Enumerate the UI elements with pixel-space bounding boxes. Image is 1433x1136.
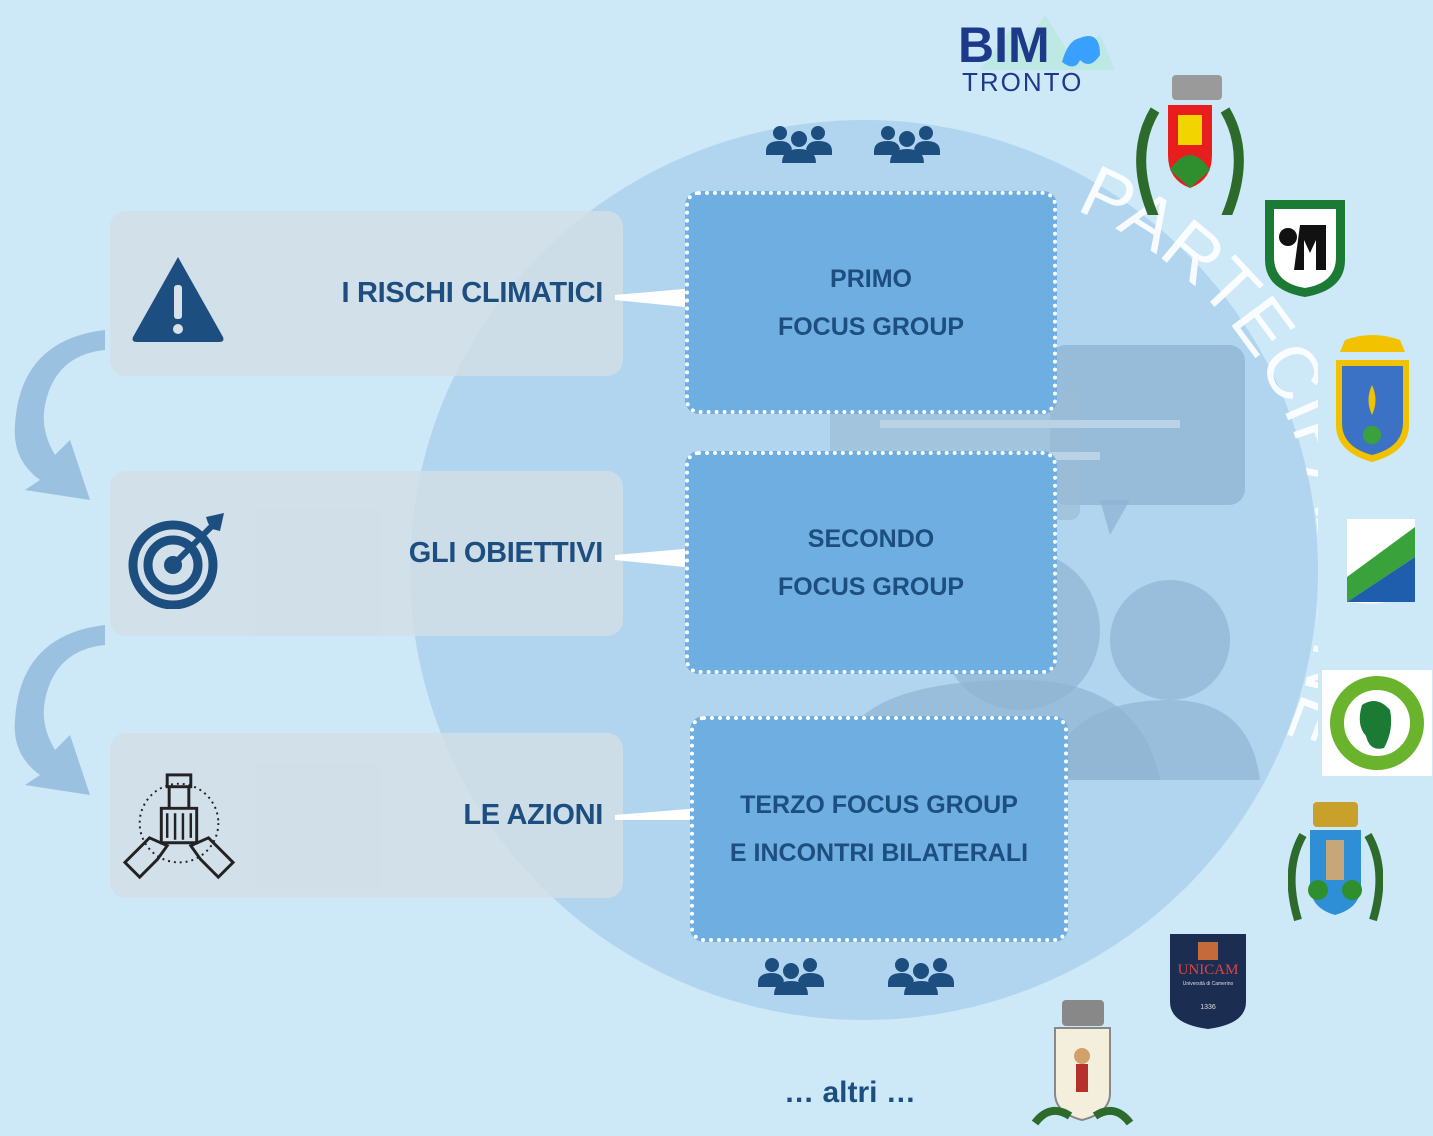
municipal-crest-3 bbox=[1288, 802, 1383, 922]
warning-icon bbox=[132, 257, 224, 342]
focus-group-line2: E INCONTRI BILATERALI bbox=[729, 839, 1029, 867]
unicam-name: UNICAM bbox=[1177, 962, 1239, 978]
region-map-icon bbox=[1330, 676, 1424, 770]
unicam-shield-icon bbox=[1170, 934, 1246, 1029]
bim-tronto-logo: BIM TRONTO bbox=[950, 10, 1115, 105]
people-group-icon bbox=[758, 958, 824, 995]
unicam-subtitle: Università di Camerino bbox=[1182, 981, 1234, 987]
people-group-icon bbox=[888, 958, 954, 995]
step-label: LE AZIONI bbox=[463, 799, 603, 831]
marche-region-logo bbox=[1265, 200, 1345, 297]
focus-group-line2: FOCUS GROUP bbox=[777, 572, 965, 601]
focus-group-line1: PRIMO bbox=[830, 264, 912, 293]
teamwork-hands-icon bbox=[122, 773, 236, 880]
unicam-logo: UNICAM Università di Camerino 1336 bbox=[1168, 932, 1248, 1030]
focus-group-line2: FOCUS GROUP bbox=[777, 312, 965, 341]
step-label: I RISCHI CLIMATICI bbox=[341, 277, 604, 309]
unicam-year: 1336 bbox=[1200, 1004, 1216, 1011]
municipal-crest-1 bbox=[1136, 75, 1244, 215]
focus-group-box-3: TERZO FOCUS GROUP E INCONTRI BILATERALI bbox=[690, 716, 1068, 942]
bim-text: BIM bbox=[958, 17, 1050, 73]
municipal-crest-2 bbox=[1336, 335, 1409, 462]
focus-group-line1: SECONDO bbox=[807, 524, 935, 553]
curved-arrow-icon bbox=[14, 330, 105, 500]
target-icon bbox=[128, 513, 224, 609]
butterfly-icon bbox=[1062, 36, 1100, 67]
mountain-graphic-icon bbox=[980, 15, 1115, 70]
footer-others: … altri … bbox=[784, 1076, 916, 1109]
people-group-icon bbox=[766, 126, 832, 163]
step-actions: LE AZIONI bbox=[110, 733, 623, 898]
step-climate-risks: I RISCHI CLIMATICI bbox=[110, 211, 623, 376]
curved-arrow-icon bbox=[14, 625, 105, 795]
green-ring-logo bbox=[1322, 670, 1432, 776]
municipal-crest-4 bbox=[1031, 1000, 1134, 1126]
tronto-text: TRONTO bbox=[962, 67, 1084, 97]
abruzzo-region-logo bbox=[1347, 519, 1415, 604]
focus-group-line1: TERZO FOCUS GROUP bbox=[740, 791, 1018, 819]
step-objectives: GLI OBIETTIVI bbox=[110, 471, 623, 636]
focus-group-box-2: SECONDO FOCUS GROUP bbox=[685, 451, 1057, 674]
right-arrow-icon bbox=[615, 785, 728, 841]
step-label: GLI OBIETTIVI bbox=[408, 537, 604, 569]
people-group-icon bbox=[874, 126, 940, 163]
flow-arrows bbox=[14, 330, 105, 795]
focus-group-box-1: PRIMO FOCUS GROUP bbox=[685, 191, 1057, 414]
